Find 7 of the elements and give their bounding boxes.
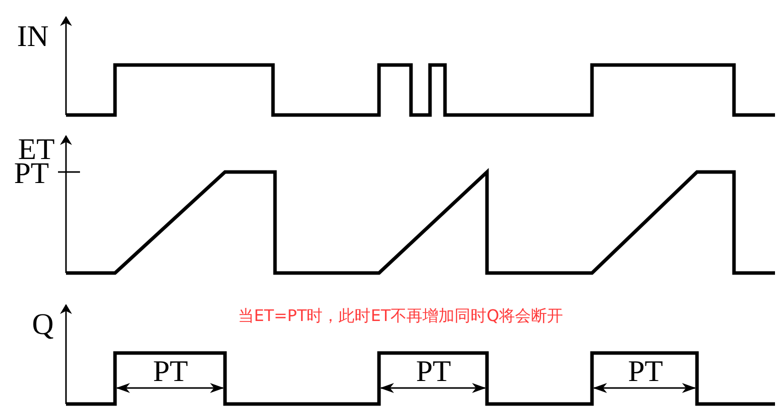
axis-label: IN: [17, 22, 49, 52]
dimension-label: PT: [628, 357, 664, 387]
dimension-label: PT: [416, 357, 452, 387]
axis-label: Q: [32, 310, 54, 340]
dimension-label: PT: [153, 357, 188, 387]
tick-label: PT: [14, 159, 50, 189]
annotation-note: 当ET=PT时，此时ET不再增加同时Q将会断开: [238, 308, 564, 324]
